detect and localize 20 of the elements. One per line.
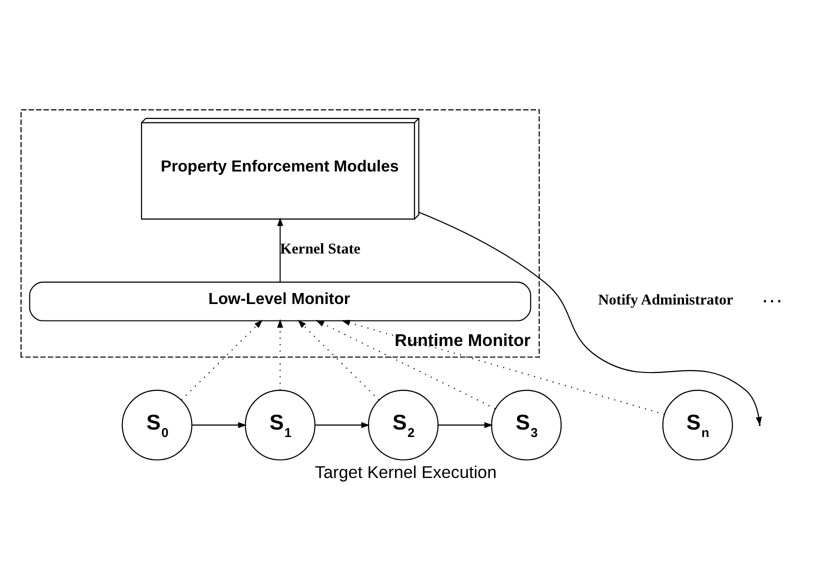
edge-label: Kernel State xyxy=(280,241,360,257)
arrow xyxy=(277,216,284,282)
node-circle: S$_{n}$ xyxy=(662,389,733,460)
arrow xyxy=(341,319,665,414)
arrow xyxy=(315,422,370,428)
node-circle: S$_{0}$ xyxy=(122,389,192,460)
arrow xyxy=(316,320,496,409)
arrow xyxy=(438,422,493,428)
arrow xyxy=(192,422,247,428)
arrow xyxy=(298,319,380,400)
arrow xyxy=(277,318,284,390)
arrow xyxy=(181,319,263,400)
node-circle: S$_{2}$ xyxy=(368,389,439,460)
edge-label: Notify Administrator xyxy=(598,292,734,308)
node-box: Low-Level Monitor xyxy=(29,281,532,321)
node-circle: S$_{1}$ xyxy=(244,389,316,460)
label: ··· xyxy=(761,287,783,312)
node-circle: S$_{3}$ xyxy=(491,389,562,460)
caption: Target Kernel Execution xyxy=(314,462,497,482)
arrow xyxy=(418,211,762,426)
